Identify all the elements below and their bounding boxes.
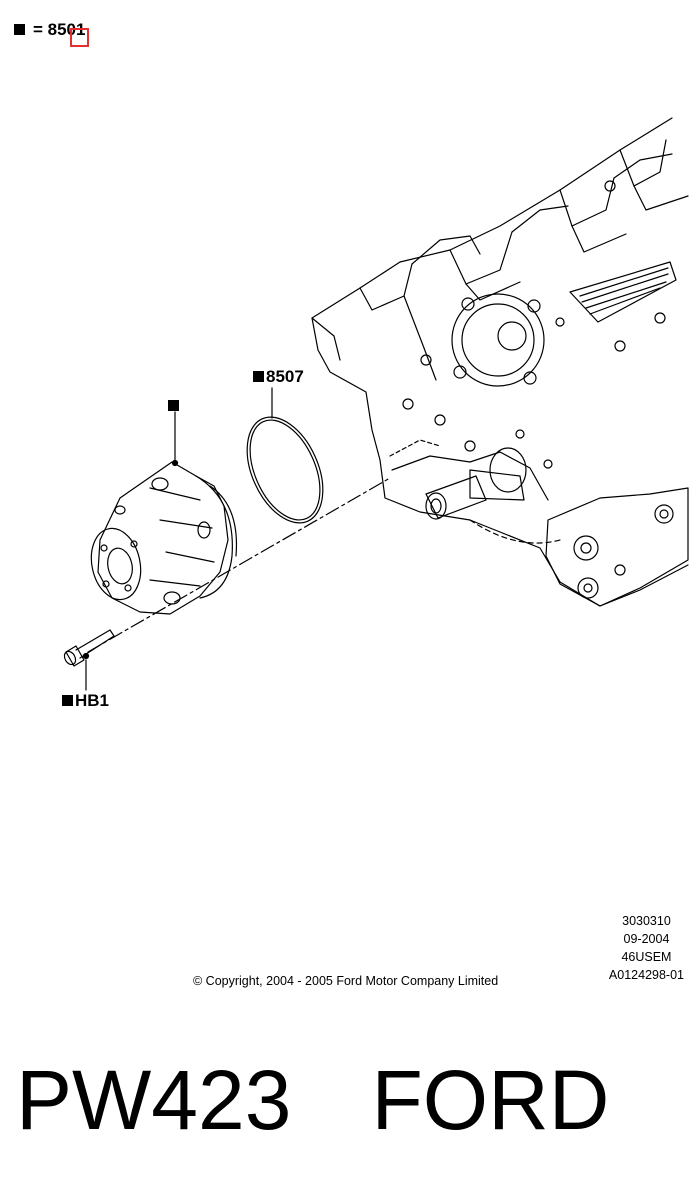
water-pump — [90, 461, 238, 615]
copyright-notice: © Copyright, 2004 - 2005 Ford Motor Comp… — [193, 974, 499, 988]
legend-square-icon — [14, 24, 25, 35]
part-number: PW423 — [16, 1053, 292, 1147]
product-caption: PW423 FORD — [16, 1050, 609, 1150]
center-line — [87, 477, 391, 653]
reference-code: 3030310 — [622, 914, 671, 928]
legend: = 8501 — [14, 20, 85, 40]
bolt-callout-number: HB1 — [75, 691, 110, 710]
gasket-callout-number: 8507 — [266, 367, 304, 386]
gasket-ring — [246, 416, 324, 524]
reference-model: 46USEM — [621, 950, 672, 964]
brand-name: FORD — [371, 1053, 610, 1147]
callout-square-icon — [168, 400, 179, 411]
pump-callout — [168, 396, 181, 416]
callout-square-icon — [62, 695, 73, 706]
legend-text: = 8501 — [33, 20, 86, 39]
reference-block: 3030310 09-2004 46USEM A0124298-01 — [609, 912, 684, 984]
reference-drawing-number: A0124298-01 — [608, 968, 684, 982]
engine-block — [311, 117, 689, 607]
bolt-callout: HB1 — [62, 691, 109, 711]
callout-square-icon — [253, 371, 264, 382]
bolt — [63, 629, 115, 667]
gasket-callout: 8507 — [253, 367, 304, 387]
reference-date: 09-2004 — [623, 932, 670, 946]
highlight-box — [70, 28, 89, 47]
